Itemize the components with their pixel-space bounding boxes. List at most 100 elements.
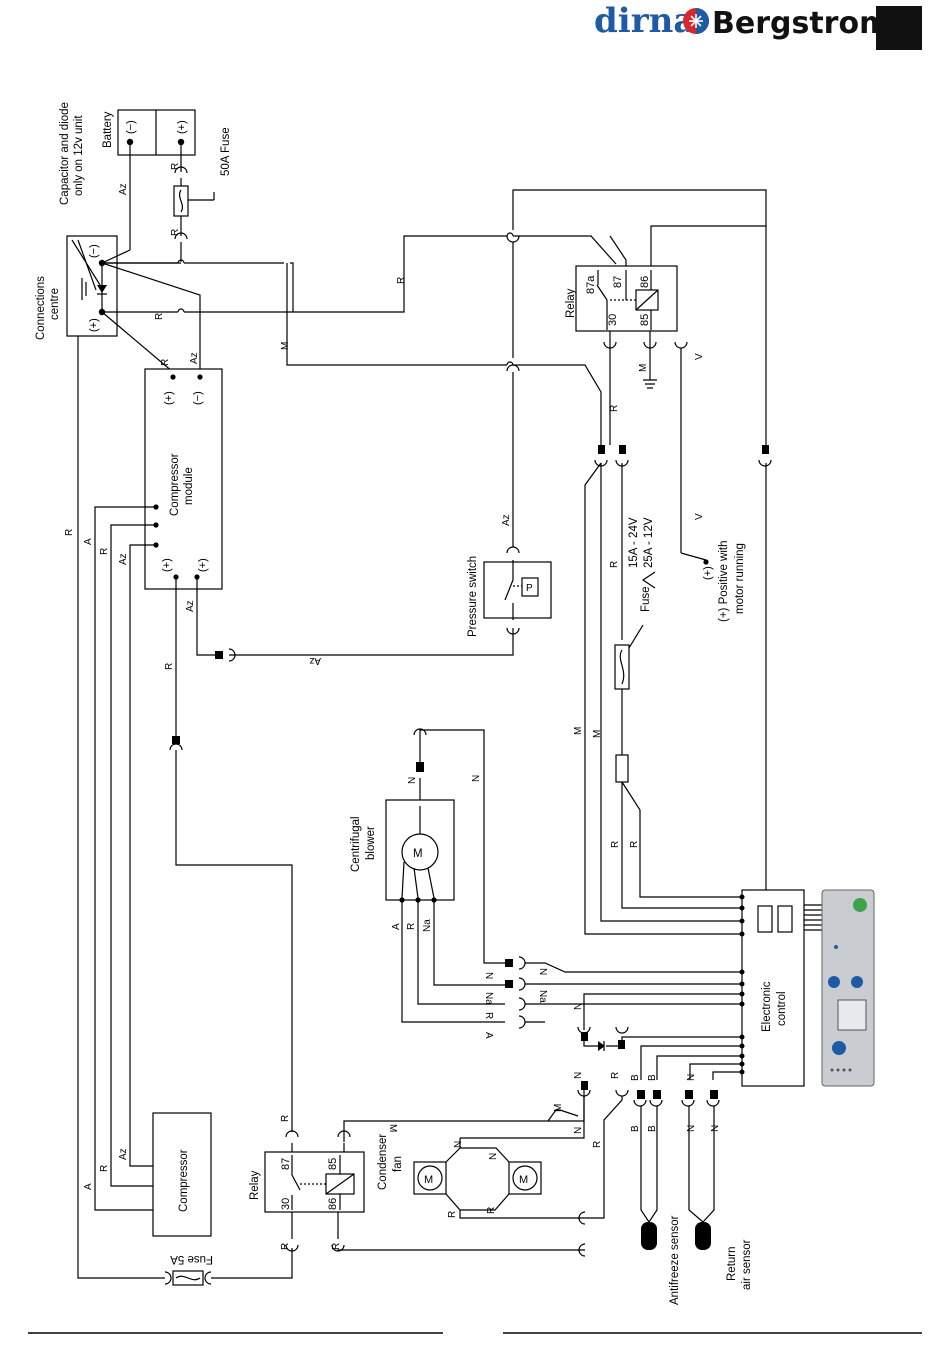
condenser-fan-label-2: fan bbox=[392, 1156, 404, 1172]
wire-az-label: Az bbox=[309, 655, 321, 666]
electronic-control: Electronic control bbox=[739, 889, 822, 1087]
fuse-control-label: Fuse bbox=[640, 586, 652, 612]
wire-az-label: Az bbox=[118, 1148, 129, 1160]
module-neg1-label: (−) bbox=[192, 391, 204, 405]
condenser-fan-label-1: Condenser bbox=[377, 1134, 389, 1190]
antifreeze-sensor: B B B B Antifreeze sensor bbox=[630, 1074, 681, 1305]
power-icon[interactable] bbox=[853, 898, 867, 912]
battery-label: Battery bbox=[102, 111, 114, 148]
wire-r-label: R bbox=[483, 1012, 494, 1019]
wire-az-label: Az bbox=[189, 352, 200, 364]
connections-label-2: centre bbox=[49, 288, 61, 320]
blower-label-1: Centrifugal bbox=[350, 816, 362, 872]
wire-n-label: N bbox=[573, 1003, 584, 1010]
wire-n-label: N bbox=[488, 1153, 499, 1160]
relay-bottom-85: 85 bbox=[327, 1158, 339, 1170]
wire-m-label: M bbox=[592, 730, 603, 738]
wire-m-label: M bbox=[553, 1104, 564, 1112]
wire-v-label: V bbox=[694, 353, 705, 360]
control-panel bbox=[821, 889, 875, 1087]
wire-n-label: N bbox=[573, 1127, 584, 1134]
up-button-icon[interactable] bbox=[828, 976, 840, 988]
return-air-label-1: Return bbox=[726, 1246, 738, 1281]
wire-n-label: N bbox=[453, 1141, 464, 1148]
wire-na-label: Na bbox=[537, 990, 548, 1003]
positive-label-1: (+) Positive with bbox=[718, 541, 730, 622]
wire-n-label: N bbox=[573, 1072, 584, 1079]
condenser-fan: M M Condenser fan N N R R bbox=[377, 1134, 585, 1219]
wire-r-label: R bbox=[486, 1207, 497, 1214]
compressor-module: (+) (−) Compressor module (+) (+) bbox=[144, 368, 223, 590]
wire-r-label: R bbox=[609, 561, 620, 568]
return-air-label-2: air sensor bbox=[741, 1239, 753, 1290]
centrifugal-blower: M Centrifugal blower bbox=[350, 799, 455, 903]
connections-neg-label: (−) bbox=[88, 244, 100, 258]
positive-symbol: (+) bbox=[702, 566, 714, 580]
wire-r-label: R bbox=[99, 1165, 110, 1172]
connections-centre: (+) (−) Connections centre bbox=[35, 235, 118, 340]
wire-r-label: R bbox=[406, 923, 417, 930]
wire-r-label: R bbox=[170, 163, 181, 170]
wire-m-label: M bbox=[387, 1124, 398, 1132]
wire-b-label: B bbox=[630, 1074, 641, 1081]
wire-a-label: A bbox=[483, 1032, 494, 1039]
wire-r-label: R bbox=[280, 1115, 291, 1122]
wire-n-label: N bbox=[537, 968, 548, 975]
relay-bottom: Relay 87 85 30 86 bbox=[249, 1151, 365, 1213]
relay-top: Relay 87a 87 86 30 85 bbox=[565, 265, 678, 332]
fuse-50a: 50A Fuse bbox=[173, 127, 232, 217]
positive-label-2: motor running bbox=[734, 543, 746, 614]
antifreeze-sensor-label: Antifreeze sensor bbox=[669, 1215, 681, 1305]
fuse-50a-label: 50A Fuse bbox=[220, 127, 232, 176]
wire-r-label: R bbox=[154, 313, 165, 320]
display-screen bbox=[837, 999, 867, 1031]
return-air-sensor: N N N Return air sensor bbox=[681, 1074, 753, 1290]
relay-bottom-86: 86 bbox=[327, 1198, 339, 1210]
relay-bottom-label: Relay bbox=[249, 1170, 261, 1200]
wire-r-label: R bbox=[396, 277, 407, 284]
fuse-control-spec-2: 25A - 12V bbox=[643, 517, 655, 568]
fan-motor-1-symbol: M bbox=[424, 1174, 433, 1186]
brand-dirna-text: dirna bbox=[594, 1, 695, 41]
down-button-icon[interactable] bbox=[851, 976, 863, 988]
wire-r-label: R bbox=[447, 1211, 458, 1218]
wire-r-label: R bbox=[629, 841, 640, 848]
compressor: Compressor bbox=[152, 1112, 212, 1237]
fuse-5a-label: Fuse 5A bbox=[170, 1253, 213, 1265]
module-pos2-label: (+) bbox=[161, 558, 173, 572]
wire-n-label: N bbox=[407, 777, 418, 784]
blower-motor-symbol: M bbox=[413, 848, 423, 860]
blower-label-2: blower bbox=[365, 826, 377, 860]
snowflake-globe-icon bbox=[683, 8, 709, 34]
brand-bergstrom-text: Bergstrom bbox=[712, 6, 890, 41]
wire-m-label: M bbox=[280, 342, 291, 350]
fan-button-icon[interactable] bbox=[832, 1041, 846, 1055]
fuse-control-spec-1: 15A - 24V bbox=[628, 517, 640, 568]
wire-r-label: R bbox=[609, 405, 620, 412]
wire-m-label: M bbox=[638, 364, 649, 372]
compressor-label: Compressor bbox=[178, 1149, 190, 1212]
relay-top-label: Relay bbox=[565, 288, 577, 318]
wire-na-label: Na bbox=[483, 992, 494, 1005]
relay-bottom-30: 30 bbox=[280, 1198, 292, 1210]
wire-a-label: A bbox=[391, 923, 402, 930]
capacitor-label-2: only on 12v unit bbox=[73, 115, 85, 196]
wire-n-label: N bbox=[686, 1125, 697, 1132]
battery: Battery (−) (+) bbox=[102, 109, 196, 156]
wire-r-label: R bbox=[170, 229, 181, 236]
wire-b-label: B bbox=[647, 1125, 658, 1132]
battery-pos-label: (+) bbox=[176, 120, 188, 134]
wire-r-label: R bbox=[610, 1072, 621, 1079]
relay-top-86: 86 bbox=[639, 276, 651, 288]
capacitor-label-1: Capacitor and diode bbox=[59, 102, 71, 205]
battery-neg-label: (−) bbox=[125, 120, 137, 134]
relay-top-87: 87 bbox=[612, 276, 624, 288]
wire-m-label: M bbox=[573, 727, 584, 735]
wire-r-label: R bbox=[331, 1243, 342, 1250]
wire-r-label: R bbox=[99, 548, 110, 555]
connections-label-1: Connections bbox=[35, 276, 47, 340]
wire-r-label: R bbox=[64, 529, 75, 536]
module-label-2: module bbox=[183, 467, 195, 505]
fuse-5a: Fuse 5A bbox=[164, 1253, 213, 1286]
